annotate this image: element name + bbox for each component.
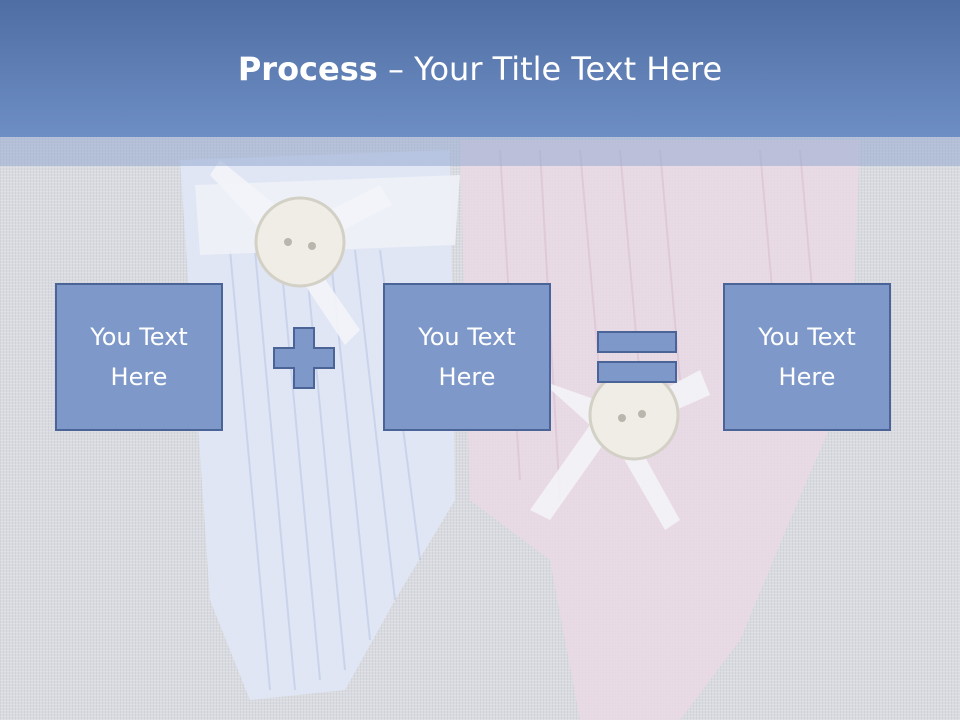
title-bold: Process bbox=[237, 50, 378, 88]
title-band bbox=[0, 137, 960, 166]
text-box-1[interactable]: You Text Here bbox=[55, 283, 223, 431]
button-decoration bbox=[254, 196, 346, 288]
title-rest: – Your Title Text Here bbox=[377, 50, 723, 88]
title-bar bbox=[0, 0, 960, 137]
button-decoration bbox=[588, 369, 680, 461]
plus-icon bbox=[273, 327, 335, 389]
text-box-3[interactable]: You Text Here bbox=[723, 283, 891, 431]
text-box-2[interactable]: You Text Here bbox=[383, 283, 551, 431]
equals-icon bbox=[597, 331, 677, 383]
slide-title[interactable]: Process – Your Title Text Here bbox=[0, 50, 960, 88]
